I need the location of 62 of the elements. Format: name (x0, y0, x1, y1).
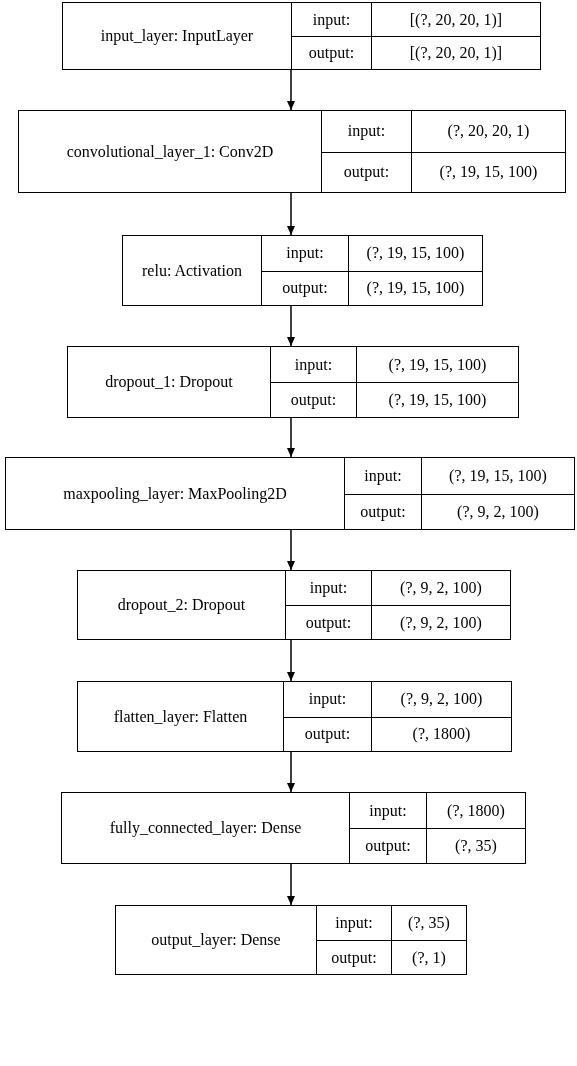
shape-value: (?, 1800) (426, 793, 525, 828)
shape-value: (?, 9, 2, 100) (371, 605, 510, 639)
shape-value: (?, 9, 2, 100) (371, 682, 511, 717)
port-label: output: (316, 940, 391, 974)
shape-value: (?, 19, 15, 100) (421, 458, 574, 494)
layer-box (5, 457, 575, 530)
layer-box (61, 792, 526, 864)
shape-value: [(?, 20, 20, 1)] (371, 3, 540, 36)
layer-name: fully_connected_layer: Dense (108, 818, 303, 839)
arrow (287, 529, 295, 571)
layer-name: relu: Activation (141, 260, 243, 281)
layer-name: dropout_2: Dropout (116, 595, 247, 616)
arrow (287, 305, 295, 347)
port-label: output: (283, 716, 371, 751)
port-label: output: (291, 36, 371, 69)
port-label: input: (316, 906, 391, 940)
port-label: input: (270, 347, 356, 382)
shape-value: (?, 19, 15, 100) (348, 236, 482, 271)
layer-box (122, 235, 483, 306)
layer-box (115, 905, 467, 975)
arrow (287, 863, 295, 906)
port-label: input: (321, 111, 411, 152)
layer-name: dropout_1: Dropout (104, 372, 234, 393)
shape-value: (?, 19, 15, 100) (411, 151, 565, 192)
port-label: output: (261, 270, 348, 305)
arrow (287, 417, 295, 458)
shape-value: (?, 19, 15, 100) (356, 347, 518, 382)
port-label: output: (321, 151, 411, 192)
layer-name: maxpooling_layer: MaxPooling2D (62, 483, 288, 505)
layer-name: convolutional_layer_1: Conv2D (65, 141, 275, 163)
shape-value: (?, 1800) (371, 716, 511, 751)
arrow (287, 751, 295, 793)
layer-box (67, 346, 519, 418)
port-label: input: (261, 236, 348, 271)
port-label: input: (344, 458, 421, 494)
port-label: output: (285, 605, 371, 639)
layer-name: output_layer: Dense (150, 930, 282, 951)
arrow (287, 69, 295, 111)
shape-value: (?, 1) (391, 940, 466, 974)
arrow (287, 192, 295, 236)
layer-box (62, 2, 541, 70)
layer-name: input_layer: InputLayer (99, 26, 255, 47)
layer-name: flatten_layer: Flatten (112, 706, 249, 728)
layer-box (18, 110, 566, 193)
port-label: input: (285, 571, 371, 605)
port-label: input: (291, 3, 371, 36)
shape-value: (?, 35) (426, 828, 525, 863)
port-label: output: (270, 382, 356, 417)
shape-value: (?, 9, 2, 100) (371, 571, 510, 605)
arrow (287, 639, 295, 682)
shape-value: (?, 19, 15, 100) (356, 382, 518, 417)
shape-value: (?, 19, 15, 100) (348, 270, 482, 305)
shape-value: (?, 9, 2, 100) (421, 493, 574, 529)
shape-value: (?, 35) (391, 906, 466, 940)
port-label: input: (283, 682, 371, 717)
shape-value: [(?, 20, 20, 1)] (371, 36, 540, 69)
port-label: output: (344, 493, 421, 529)
layer-box (77, 570, 511, 640)
shape-value: (?, 20, 20, 1) (411, 111, 565, 152)
port-label: input: (349, 793, 426, 828)
layer-box (77, 681, 512, 752)
port-label: output: (349, 828, 426, 863)
